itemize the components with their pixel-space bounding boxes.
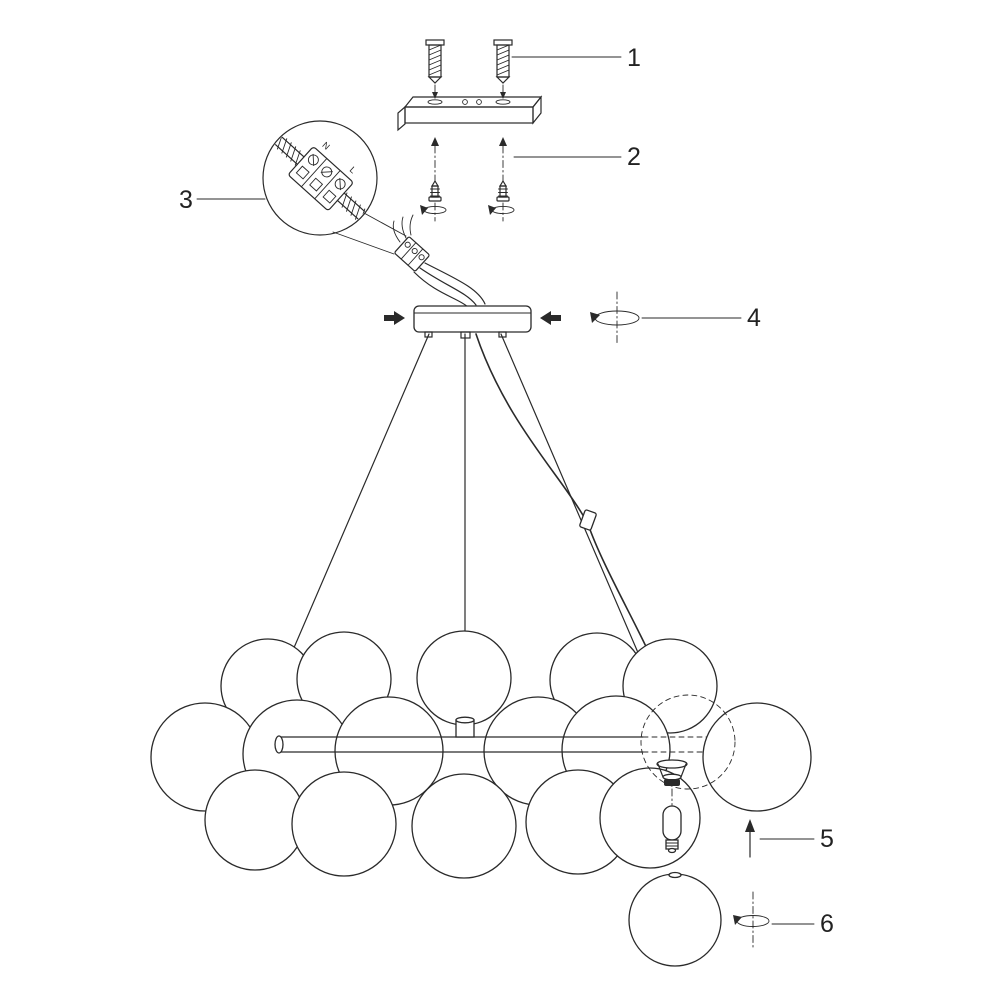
bracket-hole: [476, 99, 482, 105]
callout-4-label: 4: [747, 304, 761, 332]
glass-globe: [204, 769, 306, 871]
down-arrow-icon: [500, 92, 506, 99]
globe-neck: [668, 871, 682, 879]
callout-3: 3: [179, 186, 266, 214]
globe-rotate-symbol: [733, 891, 770, 951]
callout-5-label: 5: [820, 825, 834, 853]
chandelier-body: [150, 630, 812, 879]
glass-globe: [599, 767, 701, 869]
down-arrow-icon: [432, 92, 438, 99]
mounting-screw-left: [420, 137, 447, 222]
magnifier-cone-line: [363, 212, 407, 237]
cord-clip: [579, 509, 597, 531]
canopy-rotate-symbol: [590, 291, 640, 345]
callout-1: 1: [511, 44, 641, 72]
canopy-cable-gland: [498, 331, 507, 338]
spare-glass-globe: [628, 871, 722, 967]
bracket-slot-hole: [427, 99, 443, 105]
wire: [413, 271, 469, 308]
bar-end-cap: [274, 735, 284, 754]
mounting-screw-right: [488, 137, 515, 222]
callout-3-label: 3: [179, 186, 193, 214]
insert-bulb-symbol: [745, 819, 755, 858]
terminal-block: [288, 147, 353, 211]
terminal-screw-icon: [321, 166, 333, 178]
center-hub: [455, 716, 475, 738]
glass-globe: [416, 630, 512, 726]
ceiling-canopy: [384, 305, 561, 339]
wire: [419, 267, 477, 306]
up-arrow-icon: [499, 137, 507, 146]
callout-5: 5: [759, 825, 834, 853]
mounting-bracket: [397, 95, 543, 132]
suspension-cables: [292, 333, 651, 656]
up-arrow-icon: [745, 819, 755, 832]
magnifier-cone-line: [332, 231, 395, 255]
terminal-screw-icon: [334, 178, 346, 190]
glass-globe: [411, 773, 517, 879]
wall-anchor-left: [425, 39, 445, 99]
callout-6-label: 6: [820, 910, 834, 938]
glass-globe-removed-outline: [640, 694, 736, 790]
glass-globe: [291, 771, 397, 877]
push-arrow-left-icon: [384, 311, 405, 325]
terminal-connector: [392, 214, 486, 308]
up-arrow-icon: [431, 137, 439, 146]
callout-1-label: 1: [627, 44, 641, 72]
bulb-socket: [656, 759, 688, 786]
canopy-cable-gland: [424, 331, 433, 338]
callout-4: 4: [641, 304, 761, 332]
power-cord: [475, 333, 585, 518]
wiring-detail-circle: N L: [262, 120, 407, 255]
suspension-cable-left: [292, 333, 430, 651]
push-arrow-right-icon: [540, 311, 561, 325]
glass-globe: [702, 702, 812, 812]
wire: [424, 262, 486, 305]
wall-anchor-right: [493, 39, 513, 99]
power-cord: [587, 523, 651, 656]
bracket-hole: [462, 99, 468, 105]
wire-ends: [392, 214, 414, 243]
callout-6: 6: [771, 910, 834, 938]
terminal-mark-l: L: [348, 165, 358, 176]
callout-2-label: 2: [627, 143, 641, 171]
lamp-bulb: [662, 805, 682, 854]
glass-globe: [628, 873, 722, 967]
canopy-cable-gland: [460, 331, 471, 339]
terminal-mark-n: N: [320, 140, 332, 152]
terminal-screw-icon: [307, 154, 319, 166]
bracket-slot-hole: [495, 99, 511, 105]
callout-2: 2: [513, 143, 641, 171]
